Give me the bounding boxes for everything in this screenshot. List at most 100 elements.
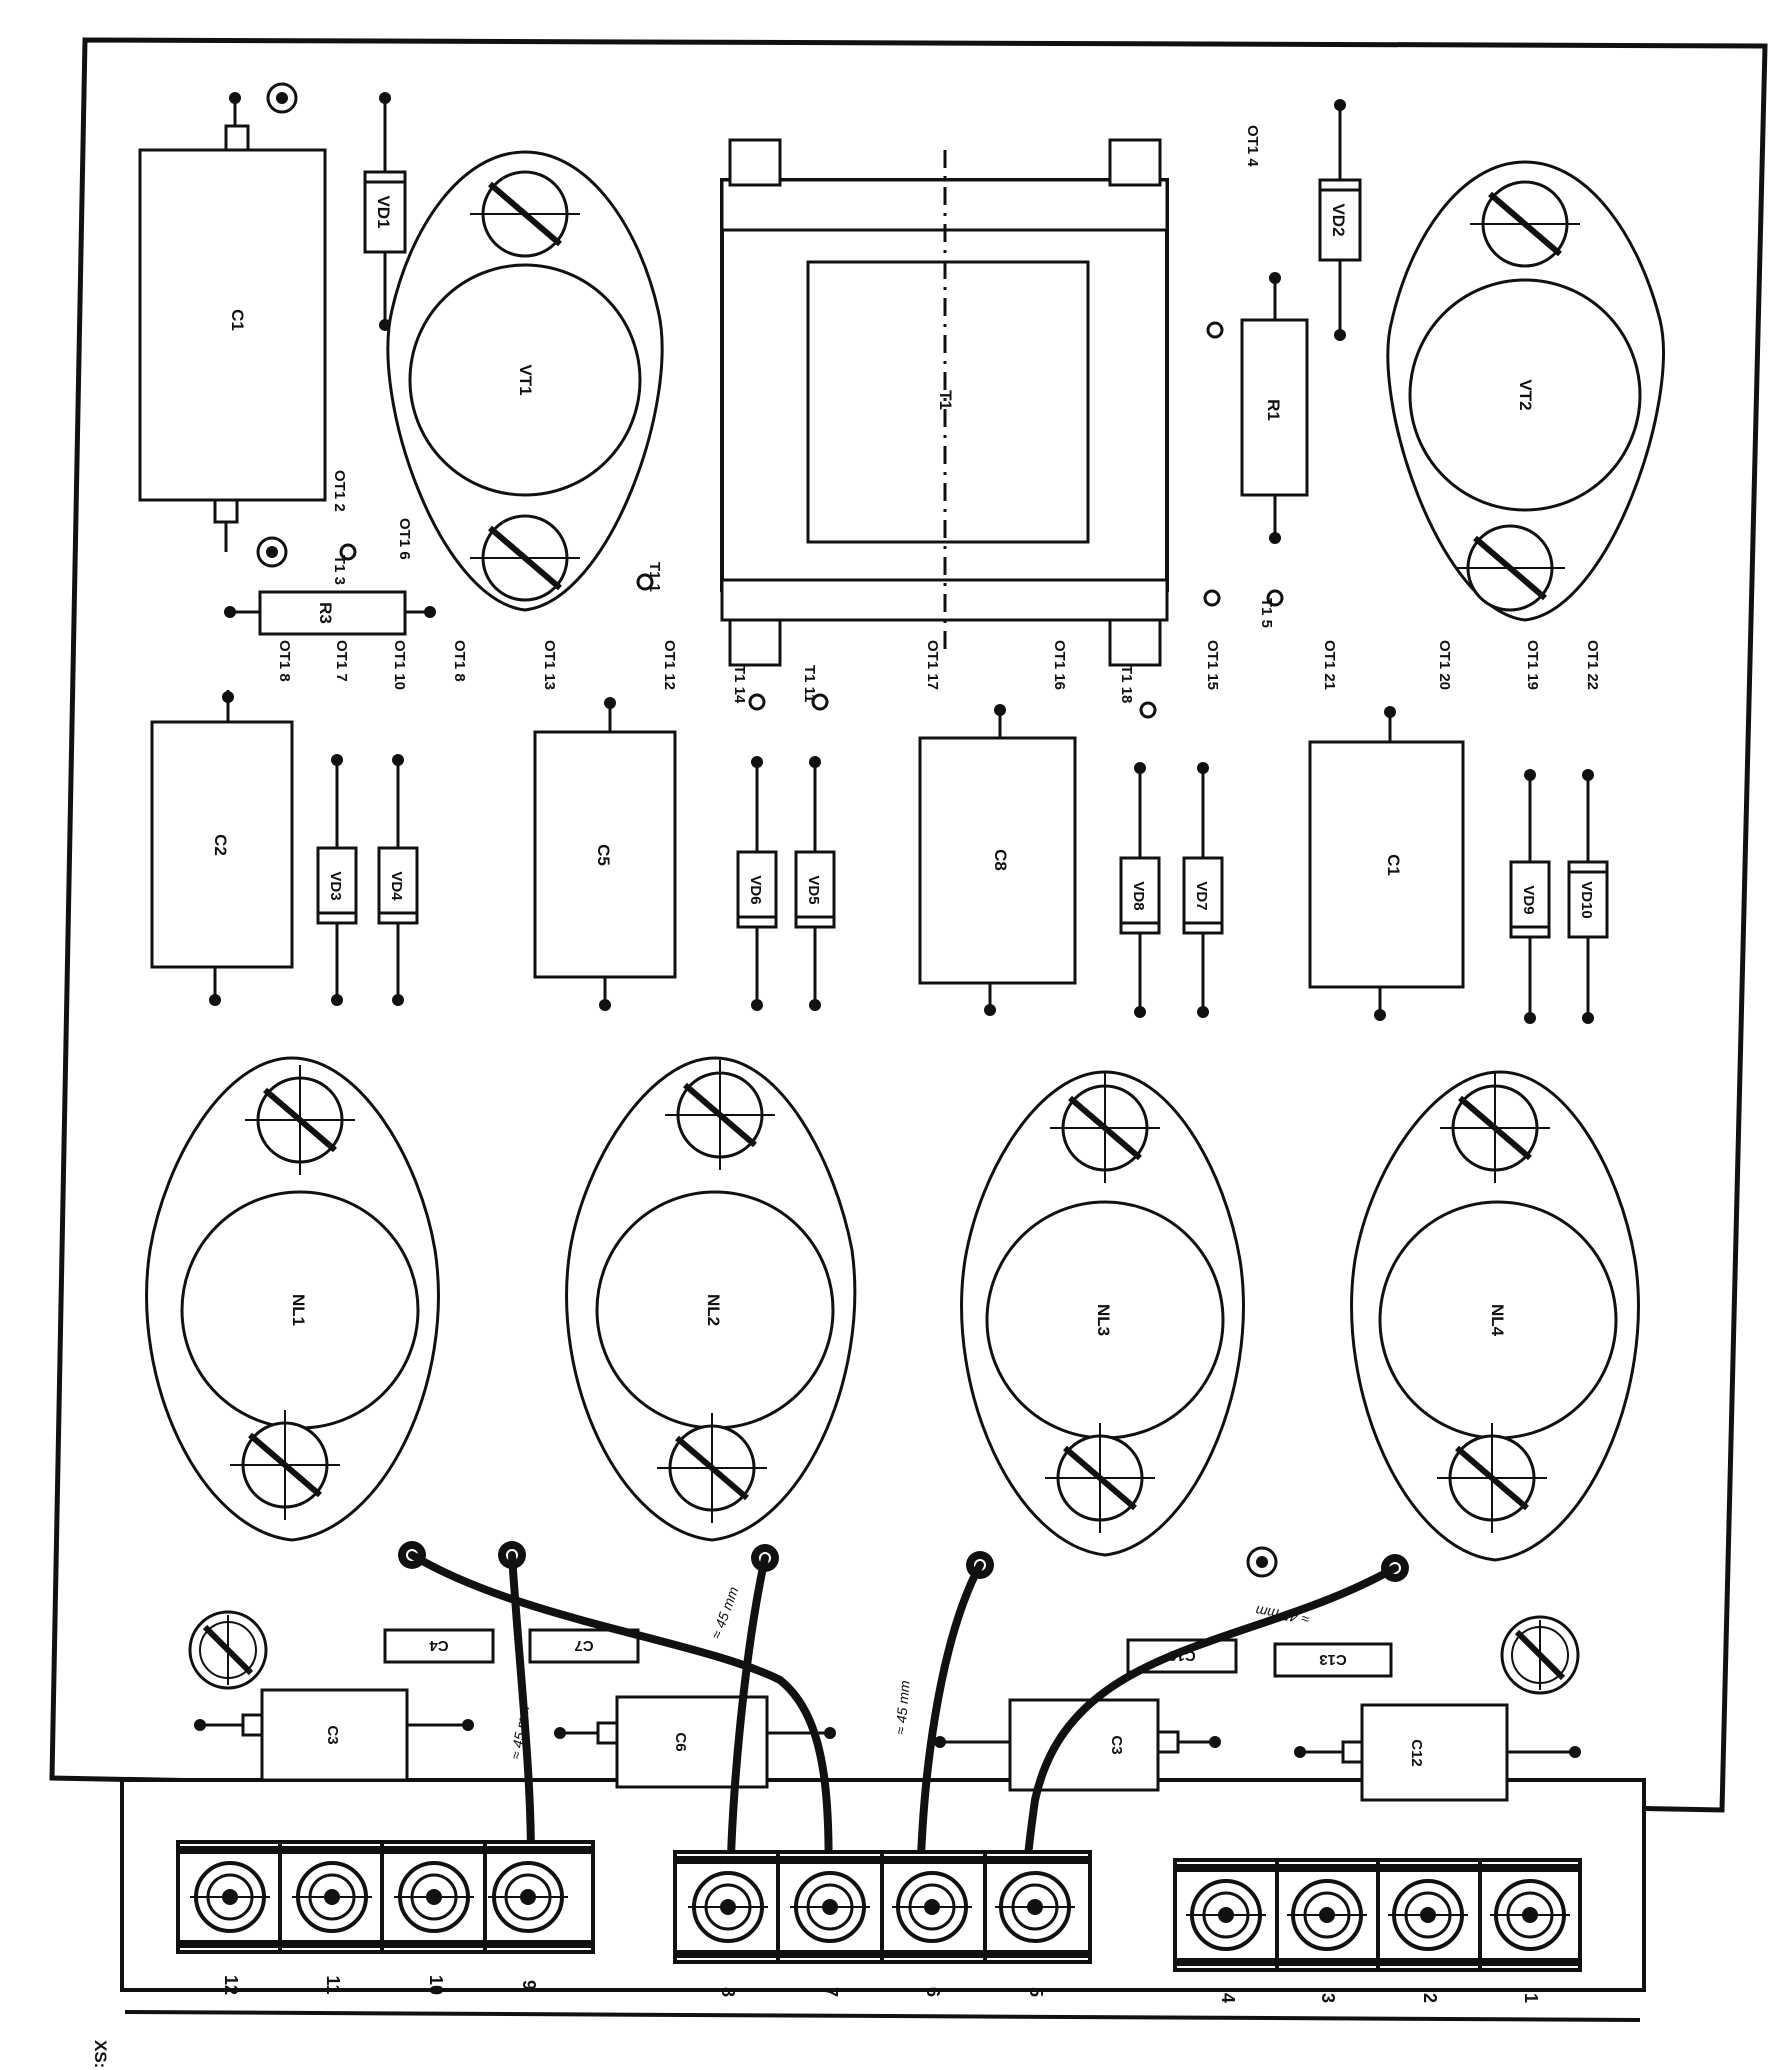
svg-text:C13: C13: [1319, 1651, 1347, 1668]
svg-text:C7: C7: [574, 1637, 593, 1654]
svg-text:VD2: VD2: [1329, 203, 1348, 236]
svg-text:4: 4: [1218, 1993, 1238, 2003]
svg-text:OT1 10: OT1 10: [391, 640, 408, 690]
svg-text:OT1 12: OT1 12: [661, 640, 678, 690]
svg-text:R1: R1: [1264, 399, 1283, 421]
side-label: XS:: [91, 2040, 110, 2068]
svg-text:OT1 7: OT1 7: [333, 640, 350, 682]
svg-text:VD8: VD8: [1130, 881, 1147, 910]
svg-text:10: 10: [426, 1975, 446, 1995]
svg-text:OT1 6: OT1 6: [396, 518, 413, 560]
terminal-strip-edge: [124, 2010, 1641, 2022]
svg-text:VD3: VD3: [327, 871, 344, 900]
svg-text:OT1 13: OT1 13: [541, 640, 558, 690]
svg-text:1: 1: [1521, 1993, 1541, 2003]
svg-text:11: 11: [323, 1975, 343, 1994]
diode-vd1: VD1: [363, 92, 407, 331]
svg-text:C6: C6: [672, 1732, 689, 1751]
svg-text:C3: C3: [1108, 1735, 1125, 1754]
diode-vd8: VD8: [1119, 762, 1161, 1018]
diode-vd9: VD9: [1509, 769, 1551, 1024]
svg-text:OT1 21: OT1 21: [1321, 640, 1338, 690]
terminal-numbers: 12 11 10 9 8 7 6 5 4 3 2 1: [221, 1975, 1541, 2003]
terminal-screws: [190, 1861, 1570, 1951]
resistor-r1: R1: [1240, 272, 1309, 544]
svg-text:T1 5: T1 5: [1258, 598, 1275, 628]
svg-text:C3: C3: [324, 1725, 341, 1744]
diode-vd3: VD3: [316, 754, 358, 1006]
svg-text:T1 18: T1 18: [1118, 665, 1135, 703]
svg-text:T1 11: T1 11: [801, 665, 818, 703]
test-point-labels: OT1 2 T1 3 OT1 6 T1 1 OT1 4 T1 5 OT1 8 O…: [276, 125, 1601, 704]
svg-text:OT1 20: OT1 20: [1436, 640, 1453, 690]
svg-text:OT1 8: OT1 8: [451, 640, 468, 682]
screw-right: [1500, 1615, 1580, 1695]
mounting-hole: [256, 536, 288, 568]
transistor-nl2: NL2: [565, 1056, 857, 1542]
capacitor-c1-lower: C1: [1308, 706, 1465, 1021]
svg-text:12: 12: [221, 1975, 241, 1995]
transistor-nl1: NL1: [145, 1056, 440, 1542]
diode-vd10: VD10: [1567, 769, 1609, 1024]
capacitor-c10: C10: [1126, 1638, 1238, 1674]
svg-text:C2: C2: [211, 834, 230, 856]
svg-text:3: 3: [1318, 1993, 1338, 2003]
svg-text:VT2: VT2: [1516, 379, 1535, 410]
capacitor-c2: C2: [150, 690, 294, 1006]
svg-text:C4: C4: [429, 1637, 449, 1654]
svg-text:VD4: VD4: [388, 871, 405, 901]
svg-text:VD10: VD10: [1578, 881, 1595, 919]
diode-vd7: VD7: [1182, 762, 1224, 1018]
svg-text:T1: T1: [936, 390, 955, 410]
mounting-hole: [1246, 1546, 1278, 1578]
mounting-hole: [266, 82, 298, 114]
capacitor-c4: C4: [383, 1628, 495, 1664]
capacitor-c1: C1: [138, 92, 327, 552]
svg-text:NL4: NL4: [1488, 1304, 1507, 1337]
svg-text:OT1 15: OT1 15: [1204, 640, 1221, 690]
svg-text:2: 2: [1420, 1993, 1440, 2003]
svg-text:OT1 19: OT1 19: [1524, 640, 1541, 690]
svg-text:6: 6: [923, 1987, 943, 1997]
test-point-pads: [339, 321, 1284, 719]
svg-text:R3: R3: [316, 602, 335, 624]
svg-text:C12: C12: [1408, 1739, 1425, 1767]
svg-text:VD1: VD1: [374, 195, 393, 228]
svg-text:T1 1: T1 1: [646, 562, 663, 592]
transformer-t1: T1: [720, 138, 1169, 667]
capacitor-c8: C8: [918, 704, 1077, 1016]
resistor-r3: R3: [224, 590, 436, 636]
svg-text:NL2: NL2: [704, 1294, 723, 1326]
svg-text:C5: C5: [594, 844, 613, 866]
diode-vd6: VD6: [736, 756, 778, 1011]
svg-text:C1: C1: [228, 309, 247, 331]
svg-text:VD7: VD7: [1193, 881, 1210, 910]
transistor-vt1: VT1: [386, 150, 664, 612]
screw-left: [188, 1610, 268, 1690]
svg-text:NL1: NL1: [289, 1294, 308, 1326]
transistor-vt2: VT2: [1386, 160, 1665, 622]
svg-text:OT1 17: OT1 17: [924, 640, 941, 690]
svg-text:T1 14: T1 14: [731, 665, 748, 704]
svg-text:C8: C8: [991, 849, 1010, 871]
svg-text:9: 9: [519, 1980, 539, 1990]
capacitor-c3: C3: [194, 1688, 474, 1782]
transistor-nl3: NL3: [960, 1070, 1245, 1557]
svg-text:OT1 16: OT1 16: [1051, 640, 1068, 690]
svg-text:VD5: VD5: [805, 875, 822, 904]
svg-text:NL3: NL3: [1094, 1304, 1113, 1336]
svg-text:OT1 22: OT1 22: [1584, 640, 1601, 690]
svg-text:T1 3: T1 3: [331, 555, 348, 585]
terminal-block-left: [176, 1840, 595, 1954]
svg-text:5: 5: [1026, 1987, 1046, 1997]
svg-text:OT1 4: OT1 4: [1244, 125, 1261, 167]
svg-text:VD9: VD9: [1520, 885, 1537, 914]
diode-vd2: VD2: [1318, 99, 1362, 341]
transistor-nl4: NL4: [1350, 1070, 1640, 1562]
diode-vd5: VD5: [794, 756, 836, 1011]
capacitor-c13: C13: [1273, 1642, 1393, 1678]
svg-text:C1: C1: [1384, 854, 1403, 876]
svg-text:OT1 8: OT1 8: [276, 640, 293, 682]
diode-vd4: VD4: [377, 754, 419, 1006]
